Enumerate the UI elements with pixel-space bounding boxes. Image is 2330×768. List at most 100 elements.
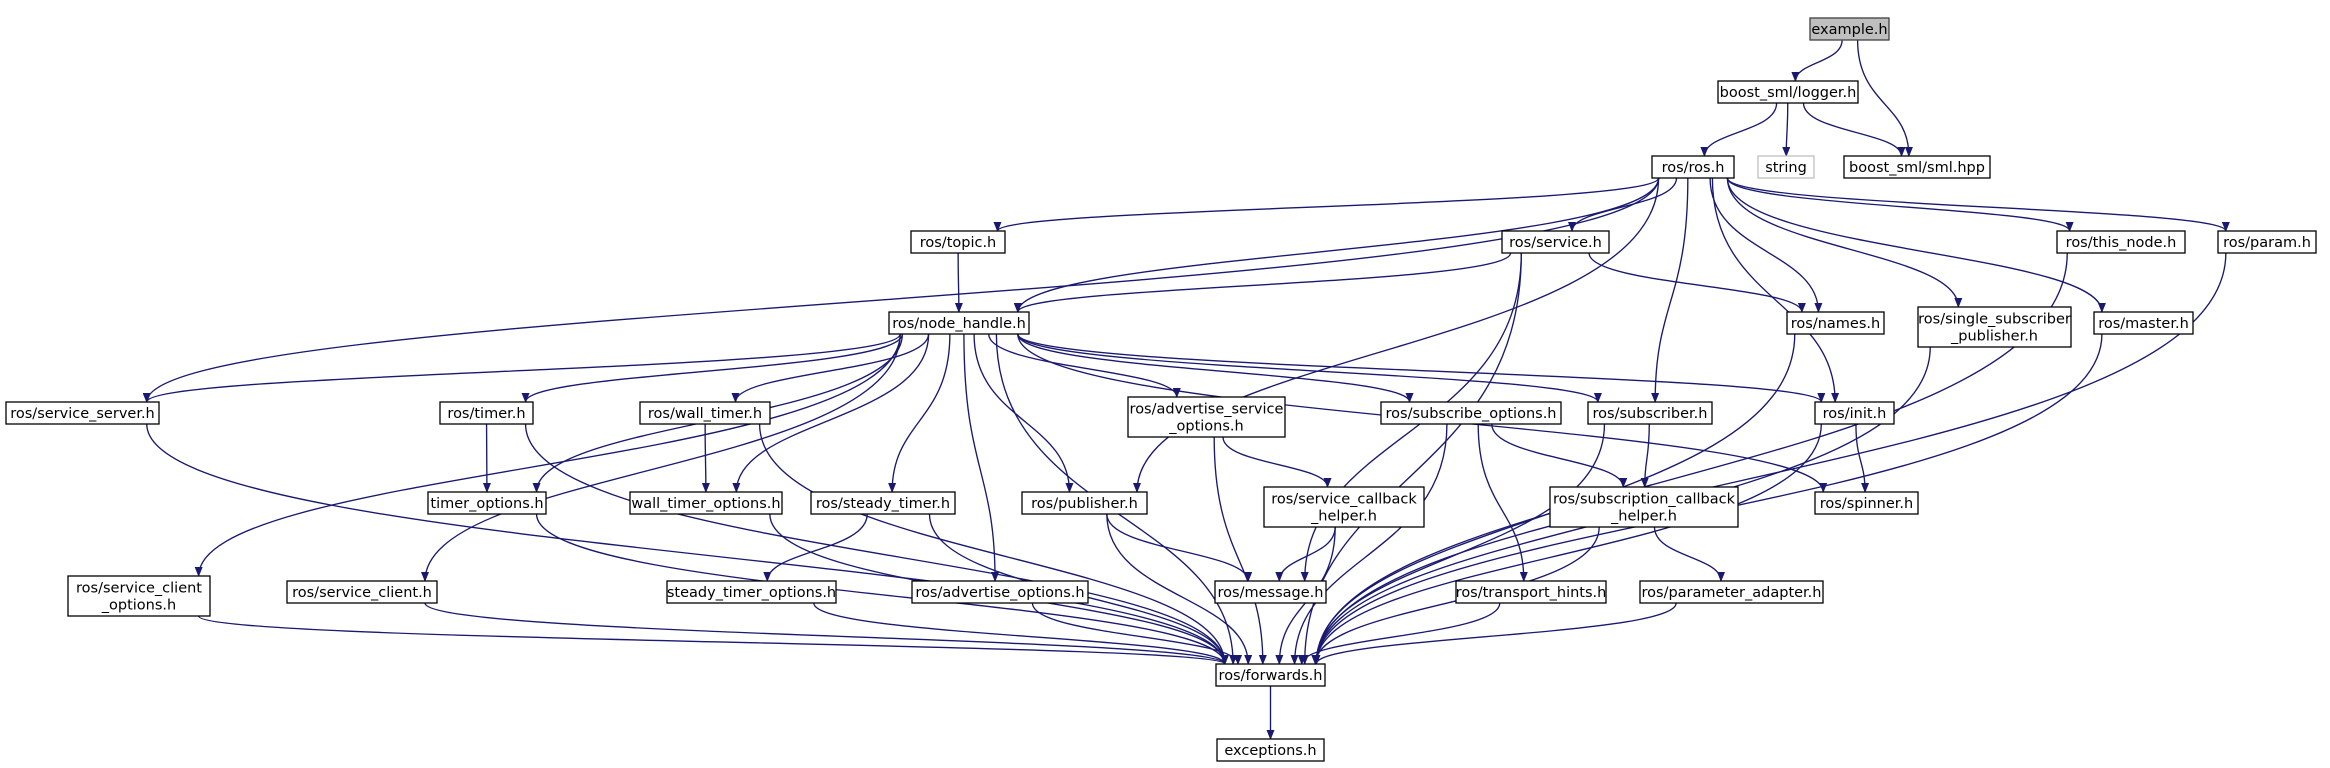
- edge-init-to-spinner: [1855, 423, 1870, 493]
- edge-init-to-forwards: [1312, 423, 1822, 665]
- node-sub-cb-helper[interactable]: ros/subscription_callback_helper.h: [1549, 486, 1739, 528]
- node-steady-timer-opts[interactable]: steady_timer_options.h: [666, 580, 837, 604]
- node-box: [629, 491, 783, 515]
- node-this-node[interactable]: ros/this_node.h: [2056, 230, 2186, 254]
- node-timer-opts[interactable]: timer_options.h: [427, 491, 547, 515]
- edge-subscribe_opts-to-forwards: [1290, 423, 1448, 665]
- node-example[interactable]: example.h: [1809, 17, 1890, 41]
- node-exceptions[interactable]: exceptions.h: [1216, 738, 1325, 762]
- node-adv-opts[interactable]: ros/advertise_options.h: [911, 580, 1089, 604]
- node-label: ros/spinner.h: [1820, 496, 1913, 512]
- node-label: ros/service.h: [1509, 235, 1602, 251]
- edge-node_handle-to-wall_timer: [731, 333, 930, 403]
- node-box: [1814, 491, 1919, 515]
- node-label: ros/node_handle.h: [892, 316, 1026, 332]
- node-label: ros/publisher.h: [1031, 496, 1138, 512]
- edge-service_server-to-forwards: [146, 423, 1229, 665]
- edge-example-to-logger: [1791, 39, 1843, 82]
- node-string[interactable]: string: [1757, 155, 1815, 179]
- node-topic[interactable]: ros/topic.h: [910, 230, 1006, 254]
- edge-service-to-names: [1588, 252, 1806, 313]
- node-box: [1843, 155, 1991, 179]
- node-adv-service-opts[interactable]: ros/advertise_service_options.h: [1127, 396, 1286, 438]
- node-box: [1757, 155, 1815, 179]
- node-logger[interactable]: boost_sml/logger.h: [1717, 80, 1859, 104]
- node-master[interactable]: ros/master.h: [2093, 311, 2194, 335]
- edge-ros-to-single_sub: [1726, 177, 1963, 308]
- node-publisher[interactable]: ros/publisher.h: [1021, 491, 1148, 515]
- node-wall-timer[interactable]: ros/wall_timer.h: [639, 401, 771, 425]
- edge-node_handle-to-timer: [521, 333, 903, 403]
- node-label: _helper.h: [1310, 509, 1377, 525]
- edge-svc_client_opts-to-forwards: [197, 615, 1229, 665]
- edge-ros-to-init: [1711, 177, 1840, 403]
- edge-example-to-sml: [1856, 39, 1913, 157]
- edge-transport_hints-to-forwards: [1297, 602, 1501, 665]
- node-subscriber[interactable]: ros/subscriber.h: [1587, 401, 1713, 425]
- node-subscribe-opts[interactable]: ros/subscribe_options.h: [1380, 401, 1562, 425]
- node-sml[interactable]: boost_sml/sml.hpp: [1843, 155, 1991, 179]
- node-svc-cb-helper[interactable]: ros/service_callback_helper.h: [1263, 486, 1425, 528]
- edge-node_handle-to-init: [1017, 333, 1826, 403]
- node-box: [1549, 486, 1739, 528]
- node-box: [5, 401, 160, 425]
- edge-wall_timer-to-wall_timer_opts: [701, 423, 710, 493]
- edge-sub_cb_helper-to-param_adapter: [1653, 526, 1725, 582]
- edge-svc_client-to-forwards: [424, 602, 1229, 665]
- edge-wall_timer-to-forwards: [758, 423, 1229, 665]
- node-label: ros/subscribe_options.h: [1386, 406, 1557, 422]
- node-box: [67, 575, 211, 617]
- node-timer[interactable]: ros/timer.h: [439, 401, 534, 425]
- node-names[interactable]: ros/names.h: [1786, 311, 1885, 335]
- node-wall-timer-opts[interactable]: wall_timer_options.h: [629, 491, 783, 515]
- node-message[interactable]: ros/message.h: [1214, 580, 1327, 604]
- node-label: ros/forwards.h: [1219, 668, 1323, 684]
- node-box: [1717, 80, 1859, 104]
- edge-adv_service_opts-to-svc_cb_helper: [1222, 436, 1332, 488]
- edge-param-to-forwards: [1312, 252, 2227, 665]
- edge-timer_opts-to-forwards: [535, 513, 1229, 665]
- node-box: [911, 580, 1089, 604]
- node-box: [1214, 580, 1327, 604]
- node-transport-hints[interactable]: ros/transport_hints.h: [1455, 580, 1607, 604]
- node-param-adapter[interactable]: ros/parameter_adapter.h: [1639, 580, 1824, 604]
- node-service[interactable]: ros/service.h: [1501, 230, 1610, 254]
- node-param[interactable]: ros/param.h: [2217, 230, 2317, 254]
- edge-logger-to-ros: [1700, 102, 1778, 157]
- edge-subscribe_opts-to-transport_hints: [1477, 423, 1528, 582]
- node-box: [1021, 491, 1148, 515]
- node-box: [427, 491, 547, 515]
- node-box: [1263, 486, 1425, 528]
- edge-node_handle-to-publisher: [973, 333, 1074, 493]
- node-node-handle[interactable]: ros/node_handle.h: [888, 311, 1030, 335]
- node-box: [1215, 663, 1326, 687]
- node-forwards[interactable]: ros/forwards.h: [1215, 663, 1326, 687]
- edge-subscriber-to-forwards: [1312, 423, 1606, 665]
- node-box: [1786, 311, 1885, 335]
- edge-ros-to-param: [1726, 177, 2230, 232]
- node-service-server[interactable]: ros/service_server.h: [5, 401, 160, 425]
- node-label: ros/this_node.h: [2066, 235, 2177, 251]
- edge-publisher-to-forwards: [1106, 513, 1253, 665]
- edge-param_adapter-to-forwards: [1312, 602, 1677, 665]
- node-steady-timer[interactable]: ros/steady_timer.h: [810, 491, 956, 515]
- node-label: timer_options.h: [430, 496, 543, 512]
- node-svc-client[interactable]: ros/service_client.h: [286, 580, 438, 604]
- node-box: [666, 580, 837, 604]
- node-init[interactable]: ros/init.h: [1814, 401, 1895, 425]
- node-label: ros/service_callback: [1271, 492, 1417, 508]
- node-ros[interactable]: ros/ros.h: [1651, 155, 1735, 179]
- node-label: ros/service_client: [76, 581, 202, 597]
- edge-service-to-node_handle: [1013, 252, 1512, 313]
- node-label: ros/message.h: [1218, 585, 1324, 601]
- node-box: [1809, 17, 1890, 41]
- edge-logger-to-sml: [1802, 102, 1906, 157]
- node-spinner[interactable]: ros/spinner.h: [1814, 491, 1919, 515]
- node-svc-client-opts[interactable]: ros/service_client_options.h: [67, 575, 211, 617]
- node-box: [888, 311, 1030, 335]
- node-box: [639, 401, 771, 425]
- node-single-sub[interactable]: ros/single_subscriber_publisher.h: [1917, 306, 2072, 348]
- node-label: ros/wall_timer.h: [648, 406, 762, 422]
